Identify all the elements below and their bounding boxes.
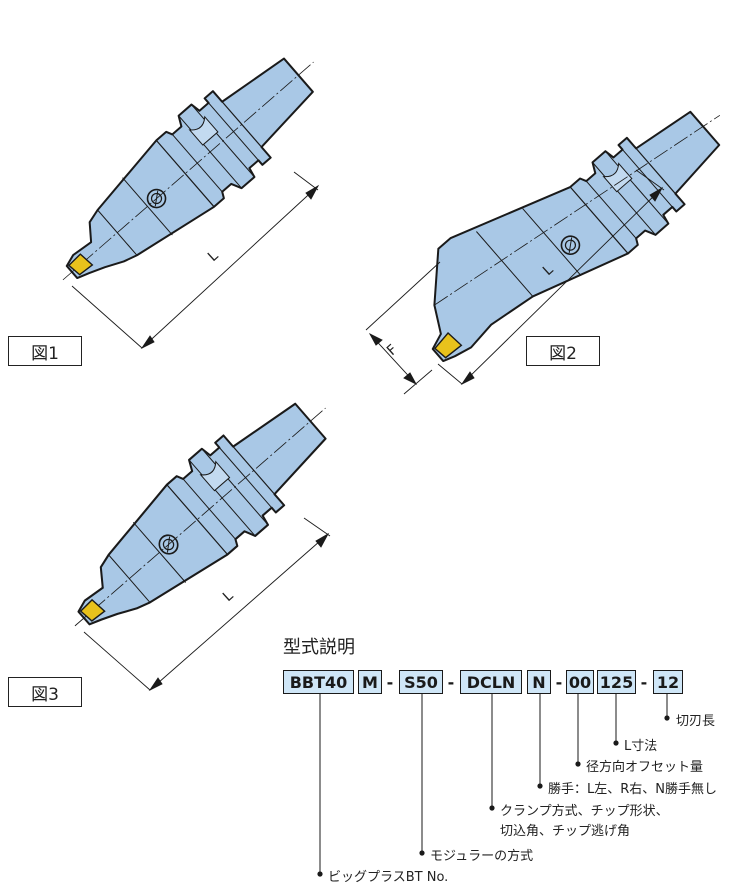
code-segment-bbt40: BBT40 (283, 670, 354, 694)
figure-3-dimension-L (83, 517, 331, 692)
code-segment-125: 125 (597, 670, 636, 694)
desc-radial-offset: 径方向オフセット量 (586, 760, 704, 775)
code-segment-m: M (358, 670, 382, 694)
figure-3-dim-L-text: L (220, 588, 237, 605)
code-segment-12: 12 (653, 670, 683, 694)
desc-clamp-insert: クランプ方式、チップ形状、 (500, 804, 669, 819)
figure-2-dimension-F (365, 261, 441, 395)
figure-1-dimension-L (71, 171, 320, 350)
desc-l-dimension: L寸法 (624, 739, 658, 754)
code-leader-lines (319, 694, 668, 872)
code-segment-s50: S50 (399, 670, 443, 694)
desc-big-plus-bt: ビッグプラスBT No. (328, 870, 449, 885)
figure-2-holder (431, 110, 721, 363)
code-separator: - (640, 672, 648, 692)
figure-1-dim-L-text: L (205, 248, 222, 265)
figure-3-label: 図3 (8, 677, 82, 707)
code-segment-dcln: DCLN (460, 670, 522, 694)
code-separator: - (386, 672, 394, 692)
desc-hand: 勝手：L左、R右、N勝手無し (548, 782, 718, 797)
figure-1-label: 図1 (8, 336, 82, 366)
code-segment-n: N (527, 670, 551, 694)
figure-3-holder (40, 368, 360, 665)
code-separator: - (447, 672, 455, 692)
code-segment-00: 00 (566, 670, 594, 694)
code-separator: - (555, 672, 563, 692)
figure-2-dim-F-text: F (384, 342, 401, 359)
desc-cutting-edge-length: 切刃長 (676, 714, 716, 729)
figure-2-dimension-L (437, 169, 665, 386)
figure-2-label: 図2 (526, 336, 600, 366)
desc-modular-type: モジュラーの方式 (430, 849, 534, 864)
model-code-title: 型式説明 (283, 637, 355, 658)
figure-1-holder (30, 24, 346, 318)
code-leader-dots (317, 715, 670, 877)
desc-approach-angle: 切込角、チップ逃げ角 (500, 824, 631, 839)
